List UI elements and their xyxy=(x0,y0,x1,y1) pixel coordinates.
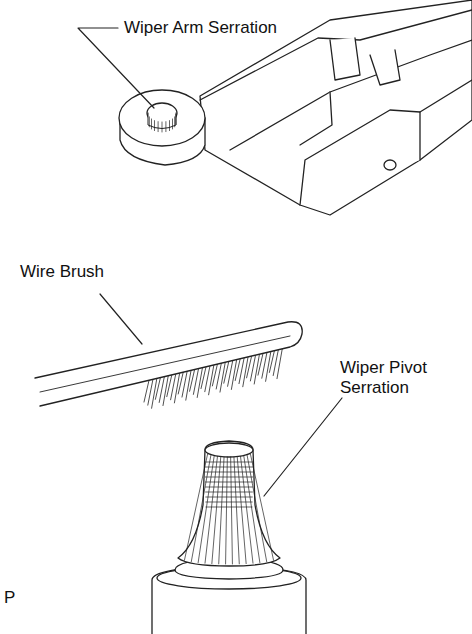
stroke-detail xyxy=(219,457,224,564)
stroke-detail xyxy=(205,482,252,483)
stroke-detail xyxy=(151,119,152,129)
stroke-detail xyxy=(231,457,233,564)
stroke-detail xyxy=(184,454,207,560)
part-label: Wiper Arm Serration xyxy=(124,18,344,38)
stroke-detail xyxy=(206,492,253,493)
part-label: P xyxy=(4,588,34,608)
stroke-detail xyxy=(206,487,253,488)
wire-brush xyxy=(35,322,302,408)
stroke-detail xyxy=(206,502,252,503)
stroke-detail xyxy=(149,117,150,127)
stroke-detail xyxy=(191,455,211,562)
wiper-pivot xyxy=(152,441,306,634)
stroke-detail xyxy=(206,507,252,508)
wiper-arm xyxy=(119,0,472,215)
stroke-detail xyxy=(175,114,176,124)
part-label: Wiper Pivot Serration xyxy=(340,358,458,398)
stroke-detail xyxy=(158,122,159,132)
stroke-detail xyxy=(247,455,267,562)
stroke-detail xyxy=(241,456,254,563)
stroke-detail xyxy=(165,122,166,132)
stroke-detail xyxy=(162,122,163,132)
stroke-detail xyxy=(250,454,273,560)
stroke-detail xyxy=(205,467,253,468)
stroke-detail xyxy=(205,477,252,478)
stroke-detail xyxy=(206,497,253,498)
stroke-detail xyxy=(172,119,173,129)
stroke-detail xyxy=(154,121,155,131)
stroke-detail xyxy=(226,457,228,564)
stroke-detail xyxy=(205,456,218,563)
stroke-detail xyxy=(237,457,246,564)
stroke-detail xyxy=(174,117,175,127)
stroke-detail xyxy=(169,121,170,131)
part-label: Wire Brush xyxy=(20,262,140,282)
stroke-detail xyxy=(205,472,253,473)
stroke-detail xyxy=(205,462,253,463)
leader-line xyxy=(78,28,342,496)
